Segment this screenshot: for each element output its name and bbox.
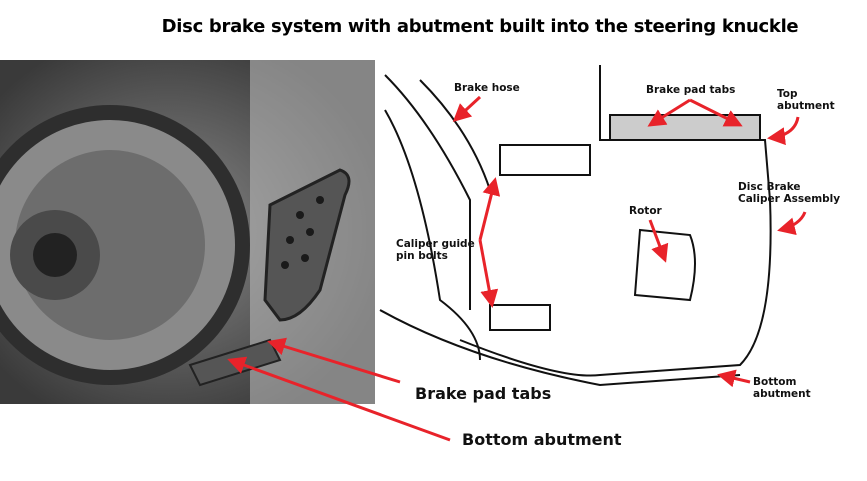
- label-arrows: [227, 95, 807, 442]
- label-line: abutment: [753, 388, 811, 401]
- label-line: Caliper Assembly: [738, 193, 841, 206]
- label-line: Disc Brake: [738, 181, 801, 193]
- brake-photo: [0, 60, 375, 404]
- label-line: Caliper guide: [396, 238, 475, 250]
- label-photo-brake-pad-tabs: Brake pad tabs: [415, 384, 552, 403]
- diagram-title: Disc brake system with abutment built in…: [161, 16, 799, 37]
- label-line: Bottom: [753, 376, 797, 388]
- label-brake-pad-tabs-top: Brake pad tabs: [646, 84, 736, 96]
- label-bottom-abutment: Bottom abutment: [753, 376, 811, 400]
- label-caliper-guide-pin-bolts: Caliper guide pin bolts: [396, 238, 475, 262]
- label-line: abutment: [777, 100, 835, 113]
- label-caliper-assembly: Disc Brake Caliper Assembly: [738, 181, 840, 205]
- label-line: pin bolts: [396, 250, 448, 263]
- label-rotor: Rotor: [629, 205, 662, 217]
- caliper-illustration: [379, 65, 772, 387]
- label-brake-hose: Brake hose: [454, 82, 520, 94]
- label-line: Top: [777, 88, 798, 100]
- label-photo-bottom-abutment: Bottom abutment: [462, 430, 622, 449]
- label-top-abutment: Top abutment: [777, 88, 835, 112]
